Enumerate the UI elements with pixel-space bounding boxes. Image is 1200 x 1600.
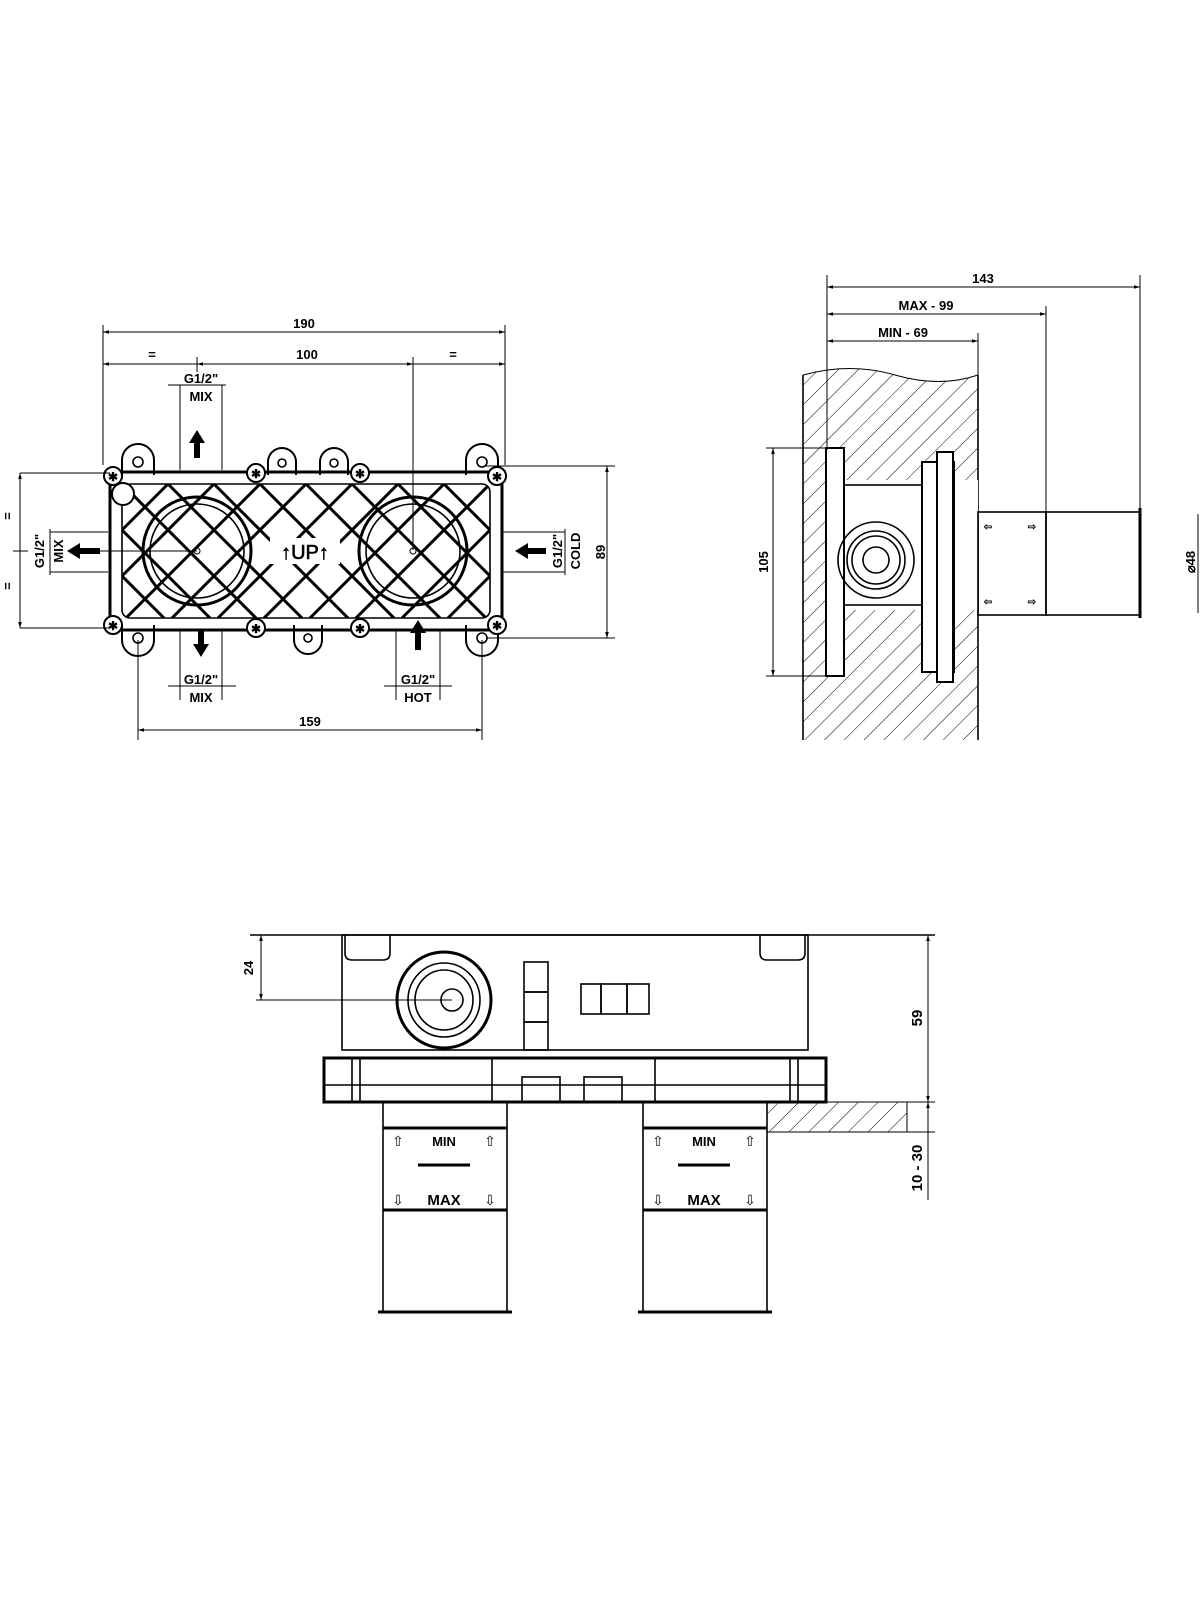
base-flange bbox=[322, 1056, 828, 1104]
left-min-label: MIN bbox=[432, 1134, 456, 1149]
arrow-up-icon bbox=[410, 620, 426, 650]
svg-text:⇩: ⇩ bbox=[392, 1192, 404, 1208]
dimension-143: 143 bbox=[826, 271, 1141, 508]
left-port-size: G1/2" bbox=[32, 534, 47, 568]
top-valve-circle bbox=[256, 950, 493, 1050]
right-extension-tube: ⇧ ⇧ MIN ⇩ ⇩ MAX bbox=[638, 1101, 772, 1314]
left-extension-tube: ⇧ ⇧ MIN ⇩ ⇩ MAX bbox=[378, 1101, 512, 1314]
svg-text:✱: ✱ bbox=[108, 619, 118, 633]
dimension-24: 24 bbox=[241, 935, 263, 1000]
arrow-up-icon bbox=[189, 430, 205, 458]
bottom-right-port-name: HOT bbox=[404, 690, 432, 705]
dim-equal-bottom: = bbox=[0, 582, 15, 590]
svg-text:⇩: ⇩ bbox=[652, 1192, 664, 1208]
svg-text:✱: ✱ bbox=[492, 619, 502, 633]
rear-flange bbox=[825, 447, 845, 677]
dimension-max-99: MAX - 99 bbox=[827, 298, 1047, 512]
svg-text:⇨: ⇨ bbox=[1028, 597, 1037, 608]
dim-100-label: 100 bbox=[296, 347, 318, 362]
right-port-name: COLD bbox=[568, 533, 583, 570]
right-max-label: MAX bbox=[687, 1192, 720, 1209]
top-view: ⇧ ⇧ MIN ⇩ ⇩ MAX ⇧ ⇧ MIN ⇩ ⇩ MAX 24 59 bbox=[241, 934, 935, 1314]
dim-min-label: MIN - 69 bbox=[878, 325, 928, 340]
dimension-89: 89 bbox=[486, 465, 615, 639]
dim-diameter-label: ⌀48 bbox=[1183, 551, 1198, 573]
dim-89-label: 89 bbox=[593, 545, 608, 559]
mounting-ears bbox=[121, 443, 499, 657]
dimension-105: 105 bbox=[756, 447, 830, 677]
arrow-left-icon bbox=[515, 543, 546, 559]
dim-equal-top: = bbox=[0, 512, 15, 520]
svg-text:✱: ✱ bbox=[355, 467, 365, 481]
dimension-min-69: MIN - 69 bbox=[827, 325, 979, 375]
dimension-100: = 100 = bbox=[103, 347, 505, 550]
svg-text:⇦: ⇦ bbox=[983, 597, 993, 608]
svg-text:⇩: ⇩ bbox=[484, 1192, 496, 1208]
top-port-name: MIX bbox=[189, 389, 212, 404]
left-port-name: MIX bbox=[51, 539, 66, 562]
svg-text:⇧: ⇧ bbox=[392, 1133, 404, 1149]
side-view: ⇦ ⇨ ⇦ ⇨ 143 MAX - 99 MIN - 69 105 ⌀48 bbox=[756, 271, 1199, 740]
svg-text:⇧: ⇧ bbox=[744, 1133, 756, 1149]
screws: ✱ ✱ ✱ ✱ ✱ ✱ ✱ ✱ bbox=[103, 463, 507, 638]
up-orientation-label: ↑UP↑ bbox=[281, 542, 329, 564]
dim-190-label: 190 bbox=[293, 316, 315, 331]
svg-text:⇧: ⇧ bbox=[652, 1133, 664, 1149]
top-port-size: G1/2" bbox=[184, 371, 218, 386]
dimension-diameter-48: ⌀48 bbox=[1183, 514, 1199, 613]
dimension-59: 59 bbox=[909, 935, 930, 1102]
svg-text:✱: ✱ bbox=[492, 470, 502, 484]
dim-range-label: 10 - 30 bbox=[909, 1145, 926, 1192]
dim-59-label: 59 bbox=[909, 1010, 926, 1027]
svg-text:⇨: ⇨ bbox=[1028, 522, 1037, 533]
left-port-mix: = = G1/2" MIX bbox=[0, 472, 110, 629]
svg-text:⇧: ⇧ bbox=[484, 1133, 496, 1149]
dimension-190: 190 bbox=[102, 316, 506, 465]
bottom-right-port-size: G1/2" bbox=[401, 672, 435, 687]
dim-equal-left: = bbox=[148, 347, 156, 362]
dim-equal-right: = bbox=[449, 347, 457, 362]
bottom-left-port-size: G1/2" bbox=[184, 672, 218, 687]
arrow-down-icon bbox=[193, 630, 209, 657]
dim-105-label: 105 bbox=[756, 551, 771, 573]
valve-body bbox=[341, 934, 809, 1051]
svg-text:⇩: ⇩ bbox=[744, 1192, 756, 1208]
dimension-159: 159 bbox=[137, 640, 483, 740]
floor-section bbox=[766, 1101, 908, 1133]
arrow-left-icon bbox=[67, 543, 100, 559]
left-max-label: MAX bbox=[427, 1192, 460, 1209]
right-port-cold: G1/2" COLD bbox=[502, 529, 583, 575]
front-view: 190 = 100 = G1/2" MIX bbox=[0, 316, 615, 740]
bottom-right-port-hot: G1/2" HOT bbox=[384, 620, 452, 705]
horizontal-slots bbox=[580, 983, 650, 1015]
plug-knob bbox=[111, 482, 135, 506]
dim-159-label: 159 bbox=[299, 714, 321, 729]
svg-text:⇦: ⇦ bbox=[983, 522, 993, 533]
pipe-extension bbox=[1045, 511, 1141, 616]
right-valve-opening bbox=[357, 495, 469, 607]
vertical-slots bbox=[523, 961, 549, 1051]
bottom-left-port-name: MIX bbox=[189, 690, 212, 705]
dim-143-label: 143 bbox=[972, 271, 994, 286]
right-port-size: G1/2" bbox=[550, 534, 565, 568]
svg-text:✱: ✱ bbox=[355, 622, 365, 636]
svg-text:✱: ✱ bbox=[251, 467, 261, 481]
right-min-label: MIN bbox=[692, 1134, 716, 1149]
svg-text:✱: ✱ bbox=[108, 470, 118, 484]
dimension-10-30: 10 - 30 bbox=[909, 1102, 930, 1200]
svg-text:✱: ✱ bbox=[251, 622, 261, 636]
dim-24-label: 24 bbox=[241, 960, 256, 975]
side-valve-circle bbox=[837, 521, 915, 599]
top-port-mix: G1/2" MIX bbox=[168, 371, 226, 470]
bottom-left-port-mix: G1/2" MIX bbox=[168, 630, 236, 705]
dim-max-label: MAX - 99 bbox=[899, 298, 954, 313]
